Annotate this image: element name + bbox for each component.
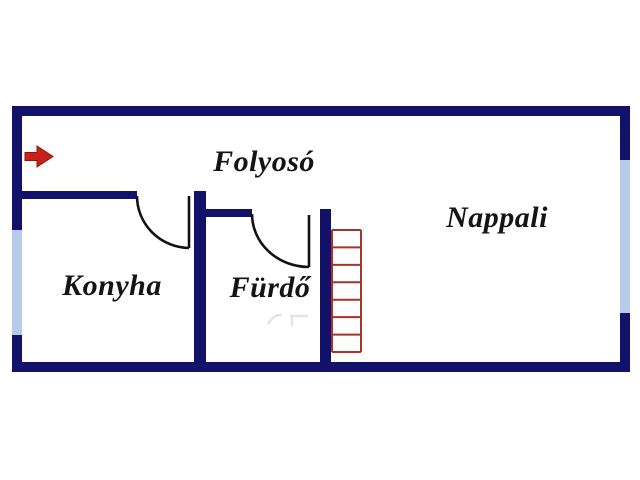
- wall-stair-jamb: [320, 209, 331, 362]
- wall-bottom: [12, 362, 630, 372]
- room-label-folyoso: Folyosó: [213, 145, 315, 178]
- konyha-door-icon: [135, 195, 191, 250]
- stairs-icon: [331, 229, 362, 353]
- watermark: [266, 313, 308, 326]
- wall-furdo-top: [206, 209, 252, 217]
- entrance-arrow-icon: [24, 145, 54, 168]
- room-label-furdo: Fürdő: [229, 271, 311, 304]
- room-label-konyha: Konyha: [62, 269, 162, 302]
- window-right: [620, 160, 630, 313]
- room-label-nappali: Nappali: [446, 201, 548, 234]
- wall-konyha-furdo-divider: [194, 191, 206, 362]
- furdo-door-icon: [250, 213, 311, 269]
- window-left: [12, 230, 22, 335]
- wall-konyha-top: [22, 191, 137, 199]
- wall-top: [12, 106, 630, 116]
